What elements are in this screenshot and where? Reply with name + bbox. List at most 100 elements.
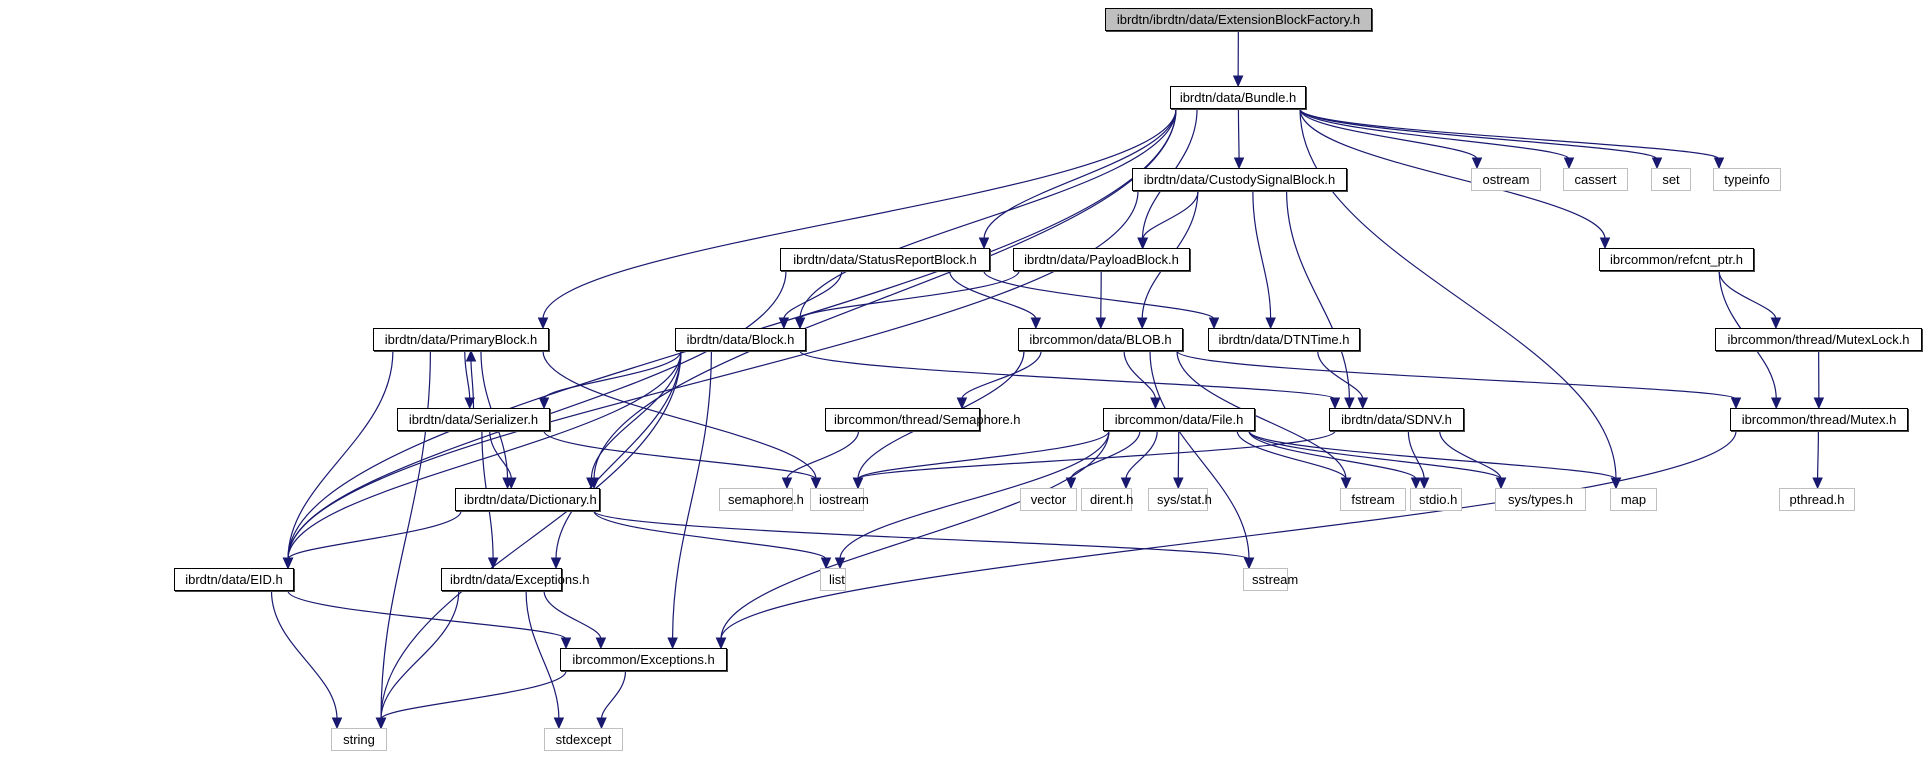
arrowhead-sdnv-to-iostream [852,477,864,490]
node-sys-stat: sys/stat.h [1148,488,1212,511]
edge-file-to-dirent [1125,430,1158,480]
node-refcnt-ptr[interactable]: ibrcommon/refcnt_ptr.h [1599,248,1754,271]
node-list: list [820,568,846,591]
arrowhead-custody-to-sdnv [1344,397,1355,410]
arrowhead-custody-to-blob [1136,317,1148,330]
edge-file-to-stdio [1248,430,1417,480]
edge-file-to-vector [1070,430,1141,480]
edge-file-to-map [1248,430,1617,480]
edge-mutex-to-ibrexceptions [720,430,1737,640]
edge-primary-to-iostream [542,350,817,480]
node-stdexcept: stdexcept [544,728,623,751]
edge-dictionary-to-sstream [593,510,1250,560]
arrowhead-blob-to-semaphore [956,397,968,410]
arrowhead-sdnv-to-systypes [1495,477,1507,490]
node-vector: vector [1020,488,1077,511]
arrowhead-block-to-serializer [538,397,550,410]
edge-primary-to-serializer [464,350,471,400]
node-cassert: cassert [1563,168,1628,191]
arrowhead-block-to-ibrexceptions [667,637,678,650]
node-mutex[interactable]: ibrcommon/thread/Mutex.h [1730,408,1908,431]
node-set: set [1651,168,1691,191]
node-extension-block-factory[interactable]: ibrdtn/ibrdtn/data/ExtensionBlockFactory… [1105,8,1372,31]
edge-ibrexceptions-to-stdexcept [600,670,627,720]
node-mutex-lock[interactable]: ibrcommon/thread/MutexLock.h [1715,328,1922,351]
node-semaphore-h: semaphore.h [719,488,804,511]
edge-bundle-to-refcnt [1299,108,1606,240]
node-typeinfo: typeinfo [1713,168,1781,191]
edge-dtntime-to-sdnv [1317,350,1364,400]
edge-ibrexceptions-to-string [380,670,567,720]
edge-exceptions-to-string [380,590,460,720]
edge-status-to-blob [949,270,1037,320]
arrowhead-exceptions-to-stdexcept [553,717,565,730]
arrowhead-semaphore-to-semaphore_h [781,477,793,490]
arrowhead-dictionary-to-eid [282,557,294,570]
edge-mutex-to-pthread [1817,430,1819,480]
node-dtn-time[interactable]: ibrdtn/data/DTNTime.h [1208,328,1360,351]
edge-bundle-to-status [983,108,1177,240]
arrowhead-dtntime-to-sdnv [1357,397,1369,410]
node-eid[interactable]: ibrdtn/data/EID.h [174,568,294,591]
edge-block-to-string [380,350,682,720]
arrowhead-serializer-to-iostream [810,477,822,490]
arrowhead-status-to-dtntime [1208,317,1220,330]
edge-custody-to-dtntime [1252,190,1272,320]
arrowhead-block-to-dictionary [586,477,597,490]
arrowhead-mutex-to-pthread [1812,477,1823,490]
arrowhead-bundle-to-refcnt [1599,237,1611,250]
edge-status-to-block [783,270,843,320]
arrowhead-bundle-to-custody [1233,157,1245,170]
edge-serializer-to-iostream [543,430,817,480]
arrowhead-blob-to-mutex [1730,397,1742,410]
node-fstream: fstream [1340,488,1406,511]
arrowhead-bundle-to-primary [537,317,549,330]
arrowhead-primary-to-serializer [464,397,476,410]
arrowhead-custody-to-dtntime [1265,317,1276,330]
edge-bundle-to-typeinfo [1299,108,1720,160]
edge-status-to-dtntime [983,270,1215,320]
edge-blob-to-sstream [1149,350,1250,560]
edge-sdnv-to-iostream [857,430,1336,480]
edge-block-to-serializer [543,350,682,400]
edge-blob-to-fstream [1176,350,1347,480]
edge-bundle-to-block [799,108,1177,320]
node-blob[interactable]: ibrcommon/data/BLOB.h [1018,328,1183,351]
node-exceptions[interactable]: ibrdtn/data/Exceptions.h [441,568,589,591]
node-primary-block[interactable]: ibrdtn/data/PrimaryBlock.h [373,328,549,351]
arrowhead-status-to-blob [1030,317,1042,330]
node-status-report-block[interactable]: ibrdtn/data/StatusReportBlock.h [780,248,990,271]
edge-eid-to-string [270,590,338,720]
node-block[interactable]: ibrdtn/data/Block.h [675,328,806,351]
node-semaphore[interactable]: ibrcommon/thread/Semaphore.h [825,408,1020,431]
node-string: string [331,728,387,751]
node-serializer[interactable]: ibrdtn/data/Serializer.h [397,408,550,431]
edge-blob-to-semaphore [961,350,1042,400]
edge-block-to-ibrexceptions [672,350,712,640]
edge-bundle-to-custody [1237,108,1240,160]
arrowhead-file-to-fstream [1340,477,1352,490]
node-sdnv[interactable]: ibrdtn/data/SDNV.h [1329,408,1464,431]
arrowhead-dictionary-to-sstream [1243,557,1255,570]
arrowhead-serializer-to-exceptions [487,557,499,570]
node-bundle[interactable]: ibrdtn/data/Bundle.h [1170,86,1306,109]
arrowhead-ibrexceptions-to-stdexcept [596,717,607,730]
edge-file-to-ibrexceptions [720,430,1110,640]
node-ibrcommon-exceptions[interactable]: ibrcommon/Exceptions.h [560,648,727,671]
arrowhead-file-to-vector [1065,477,1077,490]
arrowhead-blob-to-file [1150,397,1161,410]
node-payload-block[interactable]: ibrdtn/data/PayloadBlock.h [1013,248,1190,271]
arrowhead-eid-to-string [331,717,343,730]
edge-file-to-systypes [1248,430,1502,480]
node-custody-signal-block[interactable]: ibrdtn/data/CustodySignalBlock.h [1132,168,1347,191]
edge-bundle-to-set [1299,108,1658,160]
arrowhead-serializer-to-primary [465,349,477,362]
edge-serializer-to-primary [470,359,475,409]
edge-bundle-to-primary [542,108,1177,320]
edge-file-to-iostream [857,430,1110,480]
node-sys-types: sys/types.h [1495,488,1586,511]
node-file[interactable]: ibrcommon/data/File.h [1103,408,1255,431]
edge-block-to-exceptions [555,350,682,560]
node-dictionary[interactable]: ibrdtn/data/Dictionary.h [455,488,600,511]
arrowhead-ebf-to-bundle [1232,75,1244,88]
